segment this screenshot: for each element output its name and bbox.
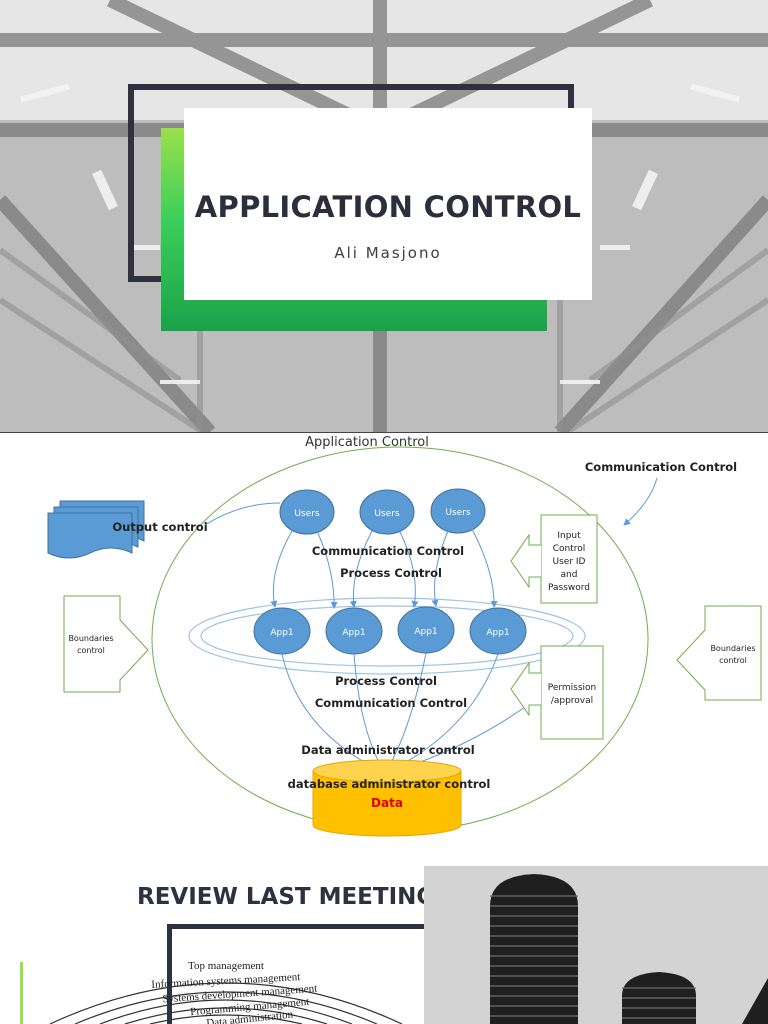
communication-control-upper: Communication Control — [312, 544, 464, 558]
communication-control-lower: Communication Control — [315, 696, 467, 710]
svg-text:App1: App1 — [342, 628, 365, 638]
author-name: Ali Masjono — [334, 244, 442, 262]
users-node: Users — [359, 489, 415, 535]
svg-text:control: control — [77, 646, 105, 655]
review-frame — [167, 924, 447, 1024]
review-slide: REVIEW LAST MEETING Top management Infor… — [0, 864, 768, 1024]
app-ring-inner — [200, 605, 574, 667]
input-arrow-icon — [510, 533, 541, 589]
app-ring-outer — [188, 597, 586, 675]
svg-text:/approval: /approval — [551, 696, 593, 706]
architecture-background — [0, 0, 768, 432]
communication-control-label: Communication Control — [585, 460, 737, 474]
permission-arrow-icon — [510, 661, 541, 717]
slide-heading: Application Control — [305, 435, 429, 450]
app-node: App1 — [397, 606, 455, 654]
management-rings-figure: Top management Information systems manag… — [49, 960, 403, 1024]
process-control-upper: Process Control — [340, 566, 442, 580]
app-node: App1 — [469, 607, 527, 655]
svg-text:Permission: Permission — [548, 683, 597, 693]
user-app-connectors — [270, 528, 498, 609]
boundaries-left-arrow — [63, 595, 149, 693]
database-icon — [312, 759, 462, 837]
svg-text:Control: Control — [553, 544, 586, 554]
building-edge — [742, 978, 768, 1024]
output-document-icon — [47, 500, 145, 559]
data-label: Data — [371, 796, 403, 810]
svg-text:Users: Users — [294, 509, 320, 519]
data-administrator-control: Data administrator control — [301, 743, 474, 757]
users-node: Users — [430, 488, 486, 534]
input-control-box — [540, 514, 598, 604]
app-node: App1 — [325, 607, 383, 655]
process-control-lower: Process Control — [335, 674, 437, 688]
green-accent-line — [20, 962, 23, 1024]
tower-left — [490, 874, 578, 1024]
users-node: Users — [279, 489, 335, 535]
svg-text:Input: Input — [557, 531, 581, 541]
boundaries-right-arrow — [676, 605, 762, 701]
ring-label: Top management — [188, 960, 264, 972]
title-card — [184, 108, 592, 300]
svg-text:and: and — [561, 570, 578, 580]
database-administrator-control: database administrator control — [288, 777, 491, 791]
app-node: App1 — [253, 607, 311, 655]
svg-text:control: control — [719, 656, 747, 665]
svg-text:App1: App1 — [486, 628, 509, 638]
slide-title: APPLICATION CONTROL — [194, 190, 582, 224]
permission-box — [540, 645, 604, 740]
svg-text:Boundaries: Boundaries — [710, 644, 755, 653]
svg-text:Users: Users — [374, 509, 400, 519]
review-title: REVIEW LAST MEETING — [137, 884, 436, 910]
svg-text:App1: App1 — [414, 627, 437, 637]
output-control-label: Output control — [112, 520, 207, 534]
svg-text:User ID: User ID — [553, 557, 586, 567]
communication-arrow — [623, 477, 658, 526]
svg-text:App1: App1 — [270, 628, 293, 638]
svg-text:Users: Users — [445, 508, 471, 518]
application-control-diagram: Application Control Communication Contro… — [47, 435, 762, 837]
towers-photo — [424, 866, 768, 1024]
svg-text:Boundaries: Boundaries — [68, 634, 113, 643]
title-slide: APPLICATION CONTROL Ali Masjono — [0, 0, 768, 432]
tower-right — [622, 972, 696, 1024]
svg-text:Password: Password — [548, 583, 590, 593]
diagram-slide: Application Control Communication Contro… — [0, 432, 768, 863]
